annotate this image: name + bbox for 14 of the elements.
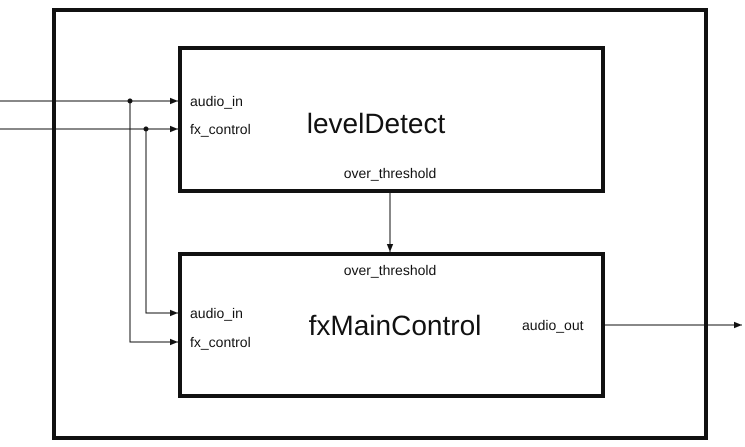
outer-frame	[52, 8, 708, 440]
port-label: audio_in	[190, 93, 243, 109]
port-label: audio_out	[522, 317, 584, 333]
port-label: over_threshold	[344, 262, 436, 278]
arrow	[386, 192, 394, 252]
module-name: fxMainControl	[308, 310, 482, 342]
port-label: over_threshold	[344, 165, 436, 181]
port-label: fx_control	[190, 121, 251, 137]
module-block	[178, 46, 605, 193]
port-label: fx_control	[190, 334, 251, 350]
module-name: levelDetect	[306, 108, 446, 140]
port-label: audio_in	[190, 305, 243, 321]
module-block	[178, 252, 605, 398]
arrow	[604, 322, 742, 328]
